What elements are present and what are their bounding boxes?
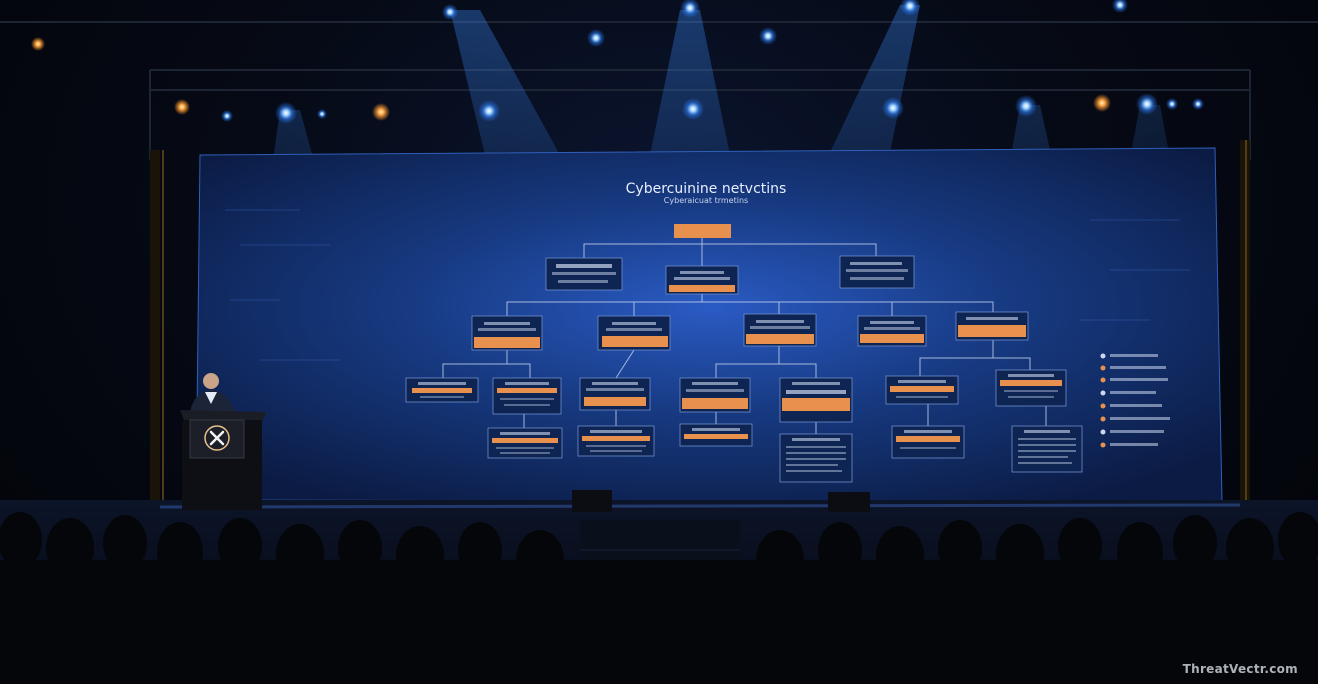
flowchart-node — [679, 423, 753, 447]
podium — [180, 410, 266, 510]
flowchart-node — [492, 377, 562, 415]
flowchart-node — [679, 377, 751, 413]
spotlights — [31, 0, 1204, 124]
flowchart-node — [597, 315, 671, 351]
flowchart-nodes — [405, 224, 1083, 483]
audience — [0, 512, 1318, 684]
screen-title: Cybercuinine netvctins — [626, 181, 787, 197]
flowchart-node — [839, 255, 915, 289]
flowchart-node — [487, 427, 563, 459]
flowchart-node — [885, 375, 959, 405]
flowchart-node — [665, 265, 739, 295]
flowchart-node — [405, 377, 479, 403]
screen-legend — [1100, 353, 1170, 448]
flowchart-node — [743, 313, 817, 347]
flowchart-node — [891, 425, 965, 459]
flowchart-node — [995, 369, 1067, 407]
screen-subtitle: Cyberaicuat trmetins — [664, 196, 748, 205]
flowchart-node — [955, 311, 1029, 341]
flowchart-node — [779, 433, 853, 483]
flowchart-node — [674, 224, 731, 238]
watermark: ThreatVectr.com — [1182, 662, 1298, 676]
flowchart-node — [577, 425, 655, 457]
flowchart-node — [471, 315, 543, 351]
flowchart-node — [857, 315, 927, 347]
flowchart-node — [579, 377, 651, 411]
stage-frame — [150, 140, 1250, 505]
flowchart-node — [545, 257, 623, 291]
flowchart-node — [779, 377, 853, 423]
flowchart-connectors — [442, 238, 1047, 434]
podium-logo-icon — [204, 425, 230, 451]
flowchart-node — [1011, 425, 1083, 473]
speaker — [190, 373, 235, 412]
